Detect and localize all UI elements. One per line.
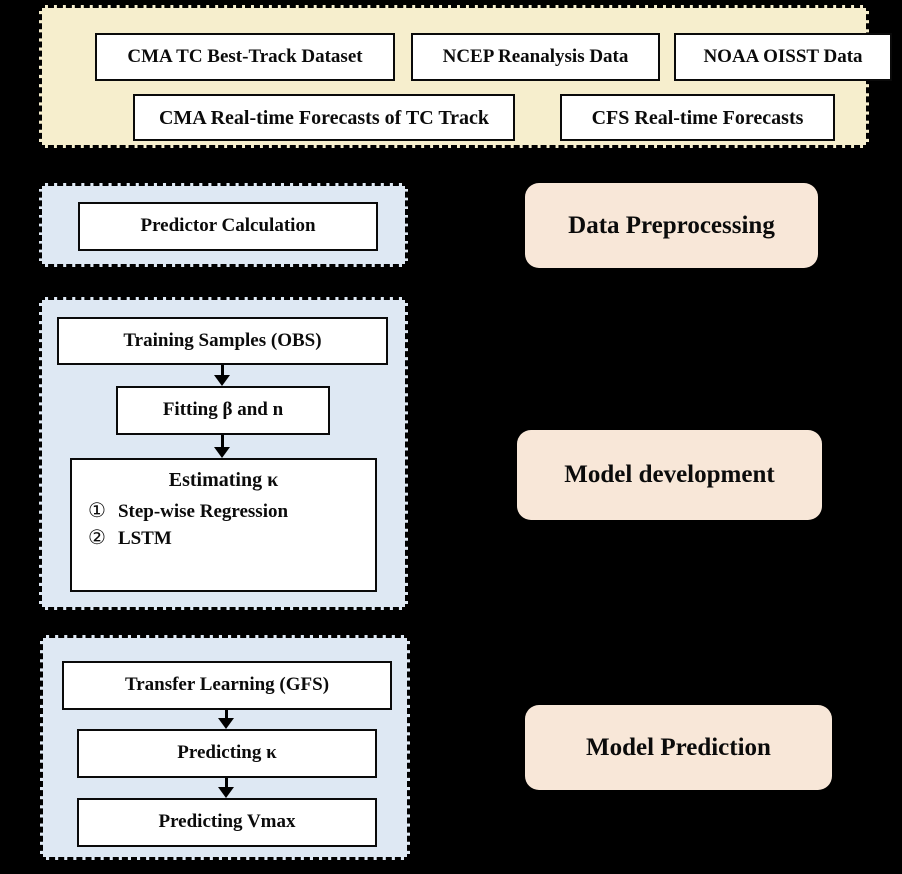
arrow-stem [224,778,228,788]
down-arrow [214,435,230,458]
arrow-head [218,718,234,729]
down-arrow [218,778,234,798]
box-predictor-calculation: Predictor Calculation [78,202,378,251]
arrow-stem [220,365,224,376]
arrow-stem [224,710,228,719]
estimating-methods-list: ① Step-wise Regression ② LSTM [72,498,375,552]
circled-number-icon: ② [88,527,106,549]
down-arrow [218,710,234,729]
list-item-stepwise-regression: ① Step-wise Regression [88,498,375,525]
stage-label-model-prediction: Model Prediction [525,705,832,790]
box-cma-best-track: CMA TC Best-Track Dataset [95,33,395,81]
box-fitting-beta-n: Fitting β and n [116,386,330,435]
box-predicting-kappa: Predicting κ [77,729,377,778]
arrow-stem [220,435,224,448]
preprocessing-panel: Predictor Calculation [39,183,408,267]
data-sources-panel: CMA TC Best-Track Dataset NCEP Reanalysi… [39,5,892,148]
stage-label-data-preprocessing: Data Preprocessing [525,183,818,268]
down-arrow [214,365,230,386]
box-noaa-oisst: NOAA OISST Data [674,33,892,81]
box-ncep-reanalysis: NCEP Reanalysis Data [411,33,660,81]
list-item-label: Step-wise Regression [117,501,289,522]
estimating-title: Estimating κ [168,469,279,491]
box-cfs-realtime-forecasts: CFS Real-time Forecasts [560,94,835,141]
box-predicting-vmax: Predicting Vmax [77,798,377,847]
box-transfer-learning: Transfer Learning (GFS) [62,661,392,710]
list-item-label: LSTM [117,528,172,549]
box-training-samples: Training Samples (OBS) [57,317,388,365]
arrow-head [214,447,230,458]
arrow-head [218,787,234,798]
box-cma-realtime-forecasts: CMA Real-time Forecasts of TC Track [133,94,515,141]
box-estimating-kappa: Estimating κ ① Step-wise Regression ② LS… [70,458,377,592]
list-item-lstm: ② LSTM [88,525,375,552]
arrow-head [214,375,230,386]
circled-number-icon: ① [88,500,106,522]
stage-label-model-development: Model development [517,430,822,520]
